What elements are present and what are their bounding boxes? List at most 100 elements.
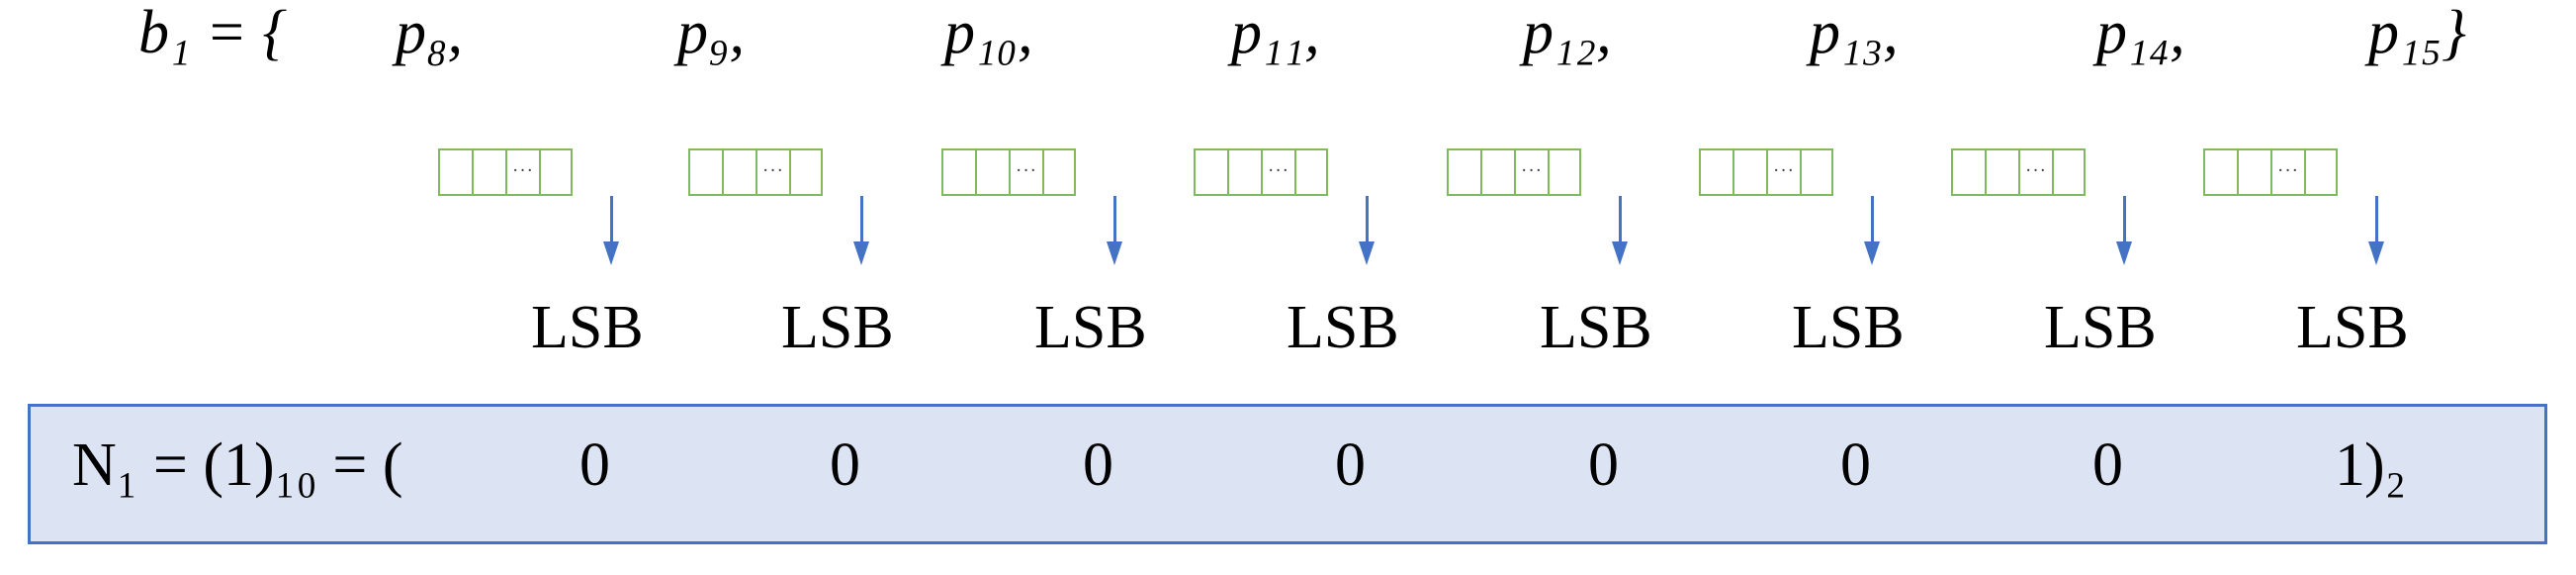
pixel-cell-ellipsis: ··· bbox=[1766, 148, 1800, 196]
pixel-cell bbox=[975, 148, 1009, 196]
pixel-cell bbox=[539, 148, 573, 196]
arrow-head bbox=[1864, 241, 1880, 265]
pixel-cell-group-2: ··· bbox=[688, 148, 823, 196]
ellipsis-label: ··· bbox=[762, 159, 784, 181]
pixel-cell-ellipsis: ··· bbox=[1009, 148, 1042, 196]
pixel-cell bbox=[2203, 148, 2237, 196]
binary-bit-6: 0 bbox=[1840, 431, 1871, 499]
ellipsis-label: ··· bbox=[1268, 159, 1289, 181]
arrow-shaft bbox=[1113, 196, 1116, 247]
set-definition-row: b₁ = { p₈, p₉, p₁₀, p₁₁, p₁₂, p₁₃, p₁₄, … bbox=[0, 0, 2576, 89]
pixel-cell-group-6: ··· bbox=[1699, 148, 1833, 196]
arrow-head bbox=[1359, 241, 1375, 265]
lsb-label-4: LSB bbox=[1287, 294, 1399, 361]
pixel-cell-ellipsis: ··· bbox=[755, 148, 789, 196]
pixel-cell-group-1: ··· bbox=[438, 148, 573, 196]
lsb-arrow-5 bbox=[1610, 196, 1630, 265]
pixel-cell-group-7: ··· bbox=[1951, 148, 2086, 196]
arrow-shaft bbox=[1871, 196, 1874, 247]
binary-bit-3: 0 bbox=[1083, 431, 1113, 499]
lsb-label-2: LSB bbox=[781, 294, 894, 361]
arrow-head bbox=[603, 241, 619, 265]
lsb-arrow-6 bbox=[1862, 196, 1882, 265]
lsb-label-6: LSB bbox=[1792, 294, 1905, 361]
binary-bit-1: 0 bbox=[579, 431, 610, 499]
pixel-cell bbox=[688, 148, 722, 196]
ellipsis-label: ··· bbox=[2277, 159, 2299, 181]
set-item-p14: p₁₄, bbox=[2096, 0, 2185, 66]
arrow-shaft bbox=[2123, 196, 2126, 247]
pixel-cell bbox=[2237, 148, 2270, 196]
pixel-cell bbox=[1699, 148, 1732, 196]
binary-close-paren: )₂ bbox=[2364, 431, 2407, 499]
pixel-cell bbox=[2052, 148, 2086, 196]
pixel-cell-group-4: ··· bbox=[1194, 148, 1328, 196]
pixel-cell bbox=[1548, 148, 1581, 196]
lsb-arrow-7 bbox=[2114, 196, 2134, 265]
set-item-p9: p₉, bbox=[677, 0, 746, 66]
result-prefix-label: N₁ = (1)₁₀ = ( bbox=[72, 431, 403, 499]
ellipsis-label: ··· bbox=[2025, 159, 2047, 181]
pixel-cell bbox=[722, 148, 755, 196]
set-item-p12: p₁₂, bbox=[1523, 0, 1612, 66]
result-box: N₁ = (1)₁₀ = ( 0 0 0 0 0 0 0 1 )₂ bbox=[28, 404, 2547, 544]
pixel-cell bbox=[1194, 148, 1227, 196]
pixel-cell bbox=[1800, 148, 1833, 196]
set-item-p8: p₈, bbox=[396, 0, 464, 66]
arrow-head bbox=[2116, 241, 2132, 265]
ellipsis-label: ··· bbox=[1773, 159, 1795, 181]
lsb-label-8: LSB bbox=[2296, 294, 2409, 361]
ellipsis-label: ··· bbox=[1521, 159, 1543, 181]
pixel-cell bbox=[1042, 148, 1076, 196]
pixel-cell bbox=[1447, 148, 1480, 196]
pixel-cell bbox=[472, 148, 505, 196]
pixel-cell-group-3: ··· bbox=[941, 148, 1076, 196]
binary-bit-8: 1 bbox=[2335, 431, 2365, 499]
pixel-cell-ellipsis: ··· bbox=[1261, 148, 1294, 196]
set-item-p15: p₁₅} bbox=[2368, 0, 2466, 66]
pixel-cell bbox=[789, 148, 823, 196]
lsb-arrow-2 bbox=[851, 196, 871, 265]
set-item-p11: p₁₁, bbox=[1231, 0, 1320, 66]
set-item-p13: p₁₃, bbox=[1810, 0, 1899, 66]
binary-bit-4: 0 bbox=[1335, 431, 1366, 499]
set-prefix-label: b₁ = { bbox=[138, 0, 288, 66]
arrow-head bbox=[1612, 241, 1628, 265]
lsb-label-7: LSB bbox=[2044, 294, 2157, 361]
arrow-shaft bbox=[1619, 196, 1622, 247]
lsb-arrow-4 bbox=[1357, 196, 1377, 265]
pixel-cell-group-8: ··· bbox=[2203, 148, 2338, 196]
pixel-cell bbox=[1732, 148, 1766, 196]
arrow-shaft bbox=[2375, 196, 2378, 247]
pixel-cell-group-5: ··· bbox=[1447, 148, 1581, 196]
binary-bit-2: 0 bbox=[830, 431, 860, 499]
pixel-cell bbox=[1227, 148, 1261, 196]
lsb-arrow-3 bbox=[1105, 196, 1124, 265]
lsb-arrow-1 bbox=[601, 196, 621, 265]
arrow-shaft bbox=[1366, 196, 1369, 247]
arrow-head bbox=[853, 241, 869, 265]
binary-bit-5: 0 bbox=[1588, 431, 1619, 499]
lsb-arrow-8 bbox=[2366, 196, 2386, 265]
pixel-cell bbox=[1985, 148, 2018, 196]
pixel-cell bbox=[1480, 148, 1514, 196]
binary-bit-7: 0 bbox=[2092, 431, 2123, 499]
arrow-shaft bbox=[610, 196, 613, 247]
set-item-p10: p₁₀, bbox=[944, 0, 1033, 66]
pixel-cell-ellipsis: ··· bbox=[2270, 148, 2304, 196]
pixel-cell bbox=[941, 148, 975, 196]
pixel-cell bbox=[1951, 148, 1985, 196]
pixel-cell-ellipsis: ··· bbox=[1514, 148, 1548, 196]
pixel-cell-ellipsis: ··· bbox=[505, 148, 539, 196]
arrow-head bbox=[1107, 241, 1122, 265]
lsb-label-3: LSB bbox=[1034, 294, 1147, 361]
ellipsis-label: ··· bbox=[1016, 159, 1037, 181]
pixel-cell bbox=[2304, 148, 2338, 196]
lsb-label-1: LSB bbox=[531, 294, 644, 361]
arrow-shaft bbox=[860, 196, 863, 247]
pixel-cell bbox=[438, 148, 472, 196]
pixel-cell-ellipsis: ··· bbox=[2018, 148, 2052, 196]
pixel-cell bbox=[1294, 148, 1328, 196]
ellipsis-label: ··· bbox=[512, 159, 534, 181]
